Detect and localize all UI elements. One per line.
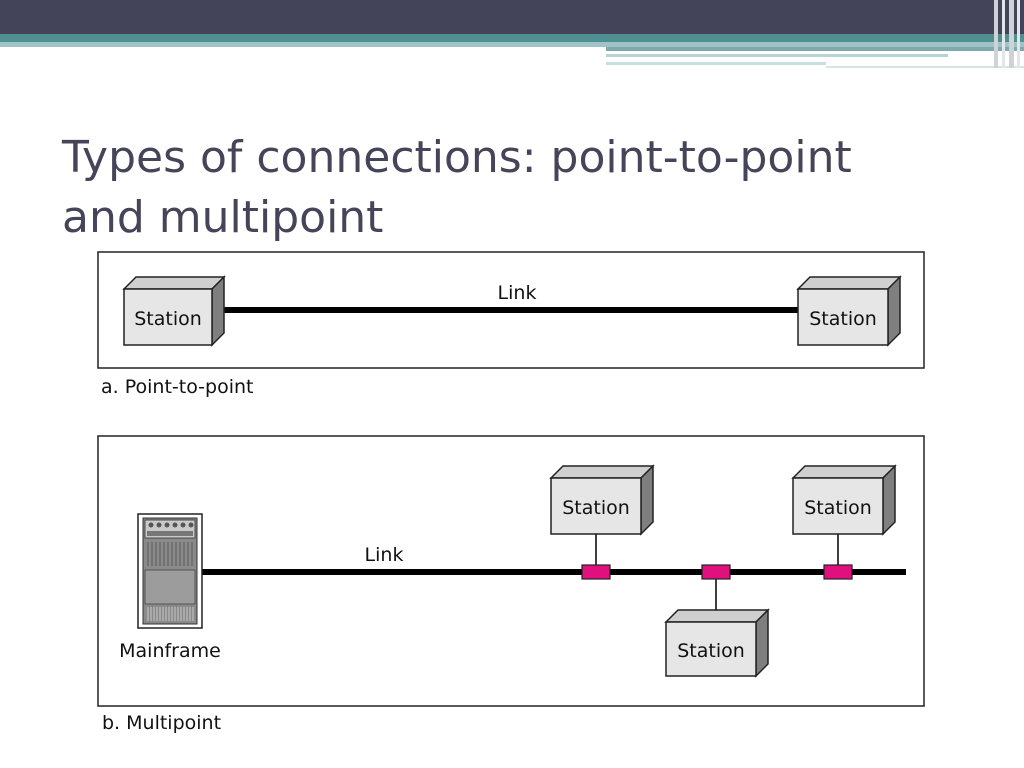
tap-connector-3 xyxy=(823,564,853,580)
station-3-side xyxy=(755,608,769,678)
slide-title-line-1: Types of connections: point-to-point xyxy=(62,132,852,183)
station-left-side xyxy=(211,275,225,347)
mainframe-label: Mainframe xyxy=(119,640,221,662)
station-multipoint-2: Station xyxy=(791,464,897,536)
mainframe-indicator-3 xyxy=(164,522,170,528)
banner-vertical-stripe-3 xyxy=(1009,0,1014,68)
station-right: Station xyxy=(796,275,902,347)
station-2-side xyxy=(882,464,896,536)
station-1-top xyxy=(549,465,655,479)
station-2-top xyxy=(791,465,897,479)
station-left-label: Station xyxy=(134,308,202,330)
station-left: Station xyxy=(122,275,226,347)
station-2-front xyxy=(792,477,884,535)
banner-vertical-stripe-2 xyxy=(1002,0,1005,68)
station-1-side xyxy=(640,464,654,536)
station-3-top xyxy=(664,609,770,623)
station-3-label: Station xyxy=(677,640,745,662)
banner-teal-band xyxy=(0,34,1024,42)
slide-title-line-2: and multipoint xyxy=(62,192,384,243)
multipoint-panel: Link xyxy=(97,435,925,734)
mainframe-icon xyxy=(137,513,203,629)
station-multipoint-1: Station xyxy=(549,464,655,536)
station-multipoint-3: Station xyxy=(664,608,770,678)
mainframe-indicator-6 xyxy=(188,522,194,528)
mainframe-indicator-4 xyxy=(172,522,178,528)
point-to-point-caption: a. Point-to-point xyxy=(101,376,254,398)
banner-vertical-stripe-4 xyxy=(1017,0,1020,68)
station-1-label: Station xyxy=(562,497,630,519)
multipoint-caption: b. Multipoint xyxy=(102,712,221,734)
mainframe-indicator-5 xyxy=(180,522,186,528)
mainframe-control-strip xyxy=(147,531,193,536)
banner-vertical-stripe-1 xyxy=(994,0,998,68)
banner-accent-strip xyxy=(606,47,1024,51)
point-to-point-panel: Link Station Station a. Point-to-point xyxy=(97,251,925,398)
station-left-front xyxy=(123,288,213,346)
slide-title: Types of connections: point-to-point and… xyxy=(62,128,962,248)
banner-light-band xyxy=(0,42,1024,47)
station-right-side xyxy=(887,275,901,347)
banner-accent-line-3 xyxy=(826,66,1024,68)
station-3-front xyxy=(665,621,757,677)
mainframe-indicator-2 xyxy=(156,522,162,528)
mainframe-vent-lower xyxy=(147,607,194,621)
station-2-label: Station xyxy=(804,497,872,519)
station-left-top xyxy=(122,276,226,290)
station-right-top xyxy=(796,276,902,290)
top-banner xyxy=(0,0,1024,68)
station-1-front xyxy=(550,477,642,535)
mainframe-mid-panel xyxy=(144,569,196,605)
multipoint-link-label: Link xyxy=(365,544,404,566)
mainframe-vent-upper xyxy=(147,542,193,566)
banner-accent-line-1 xyxy=(606,54,948,57)
station-right-label: Station xyxy=(809,308,877,330)
mainframe-indicator-1 xyxy=(148,522,154,528)
tap-connector-2 xyxy=(701,564,731,580)
banner-dark-band xyxy=(0,0,1024,34)
point-to-point-link-label: Link xyxy=(498,282,537,304)
station-right-front xyxy=(797,288,889,346)
tap-connector-1 xyxy=(581,564,611,580)
banner-accent-line-2 xyxy=(606,62,826,65)
